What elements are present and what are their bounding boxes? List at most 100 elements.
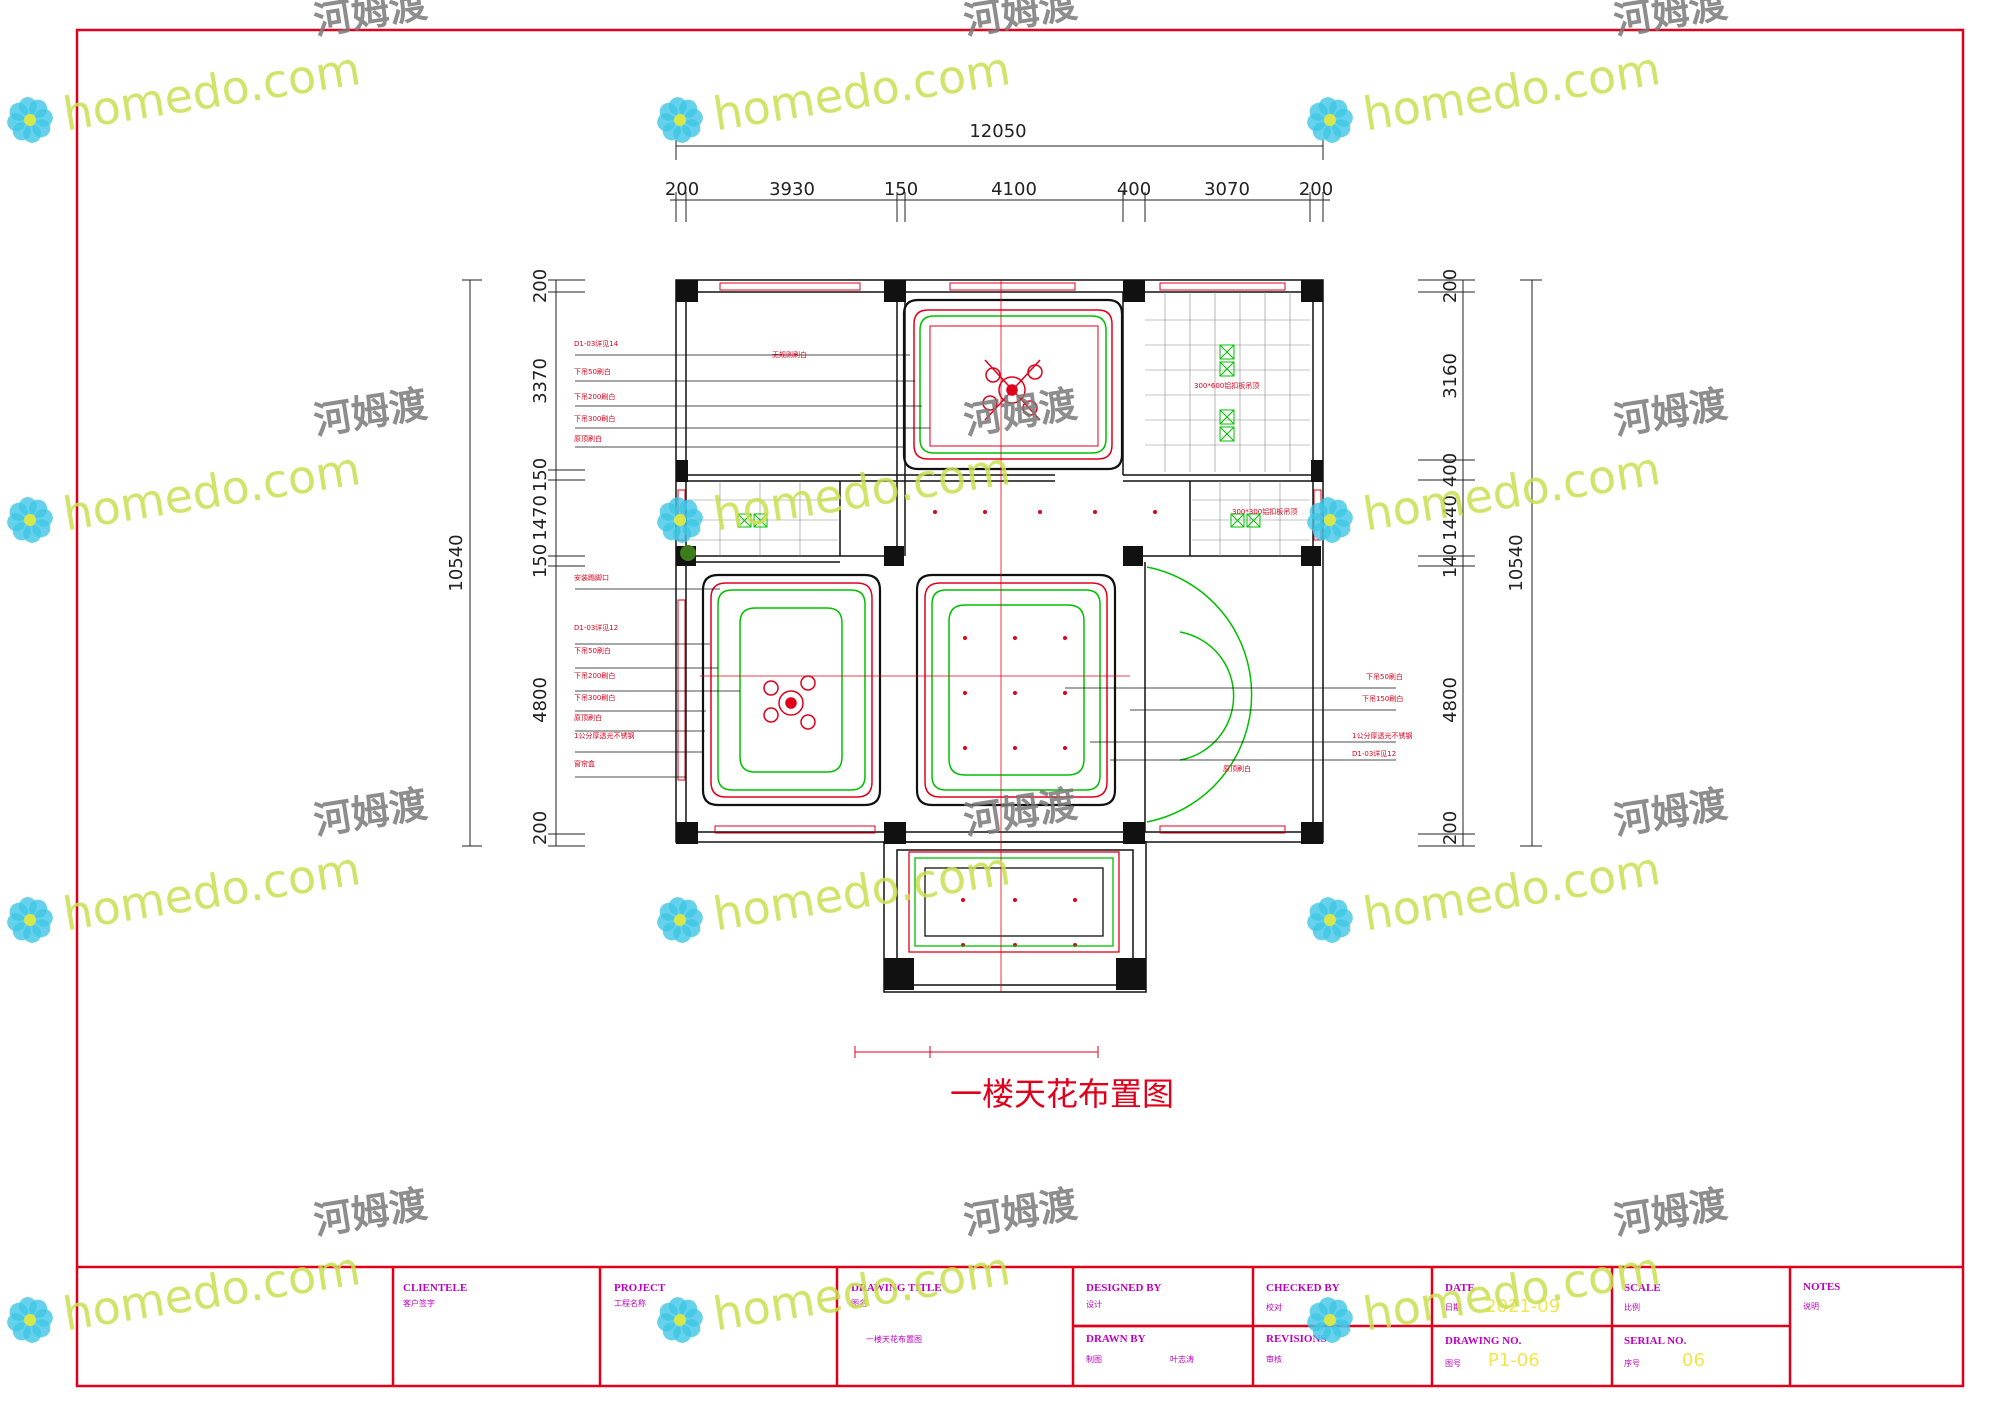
tb-revisions-label: REVISIONS	[1266, 1333, 1327, 1345]
tb-scale-sub: 比例	[1624, 1302, 1640, 1312]
watermark-cjk: 河姆渡	[961, 1182, 1080, 1243]
dim-left-seg-4: 1470	[530, 495, 551, 541]
flower-logo-icon	[1307, 897, 1353, 943]
tb-serial-no-value: 06	[1682, 1350, 1705, 1371]
watermark-cjk: 河姆渡	[1611, 0, 1730, 43]
watermark-cjk: 河姆渡	[961, 382, 1080, 443]
dim-top-seg-6: 3070	[1204, 179, 1250, 200]
flower-logo-icon	[1307, 497, 1353, 543]
title-block-text: CLIENTELE 客户签字 PROJECT 工程名称 DRAWING TITL…	[403, 1281, 1840, 1371]
tb-date-value: 2021-09	[1485, 1296, 1560, 1317]
tb-drawing-no-label: DRAWING NO.	[1445, 1335, 1522, 1347]
dim-left-seg-7: 200	[530, 811, 551, 845]
callout-tl-4: 下吊300刷白	[574, 414, 615, 423]
tb-serial-no-sub: 序号	[1624, 1358, 1640, 1368]
watermark-site: homedo.com	[1359, 441, 1664, 541]
callout-labels: D1-03详见14 下吊50刷白 下吊200刷白 下吊300刷白 原顶刷白 无规…	[574, 339, 1412, 773]
tb-date-label: DATE	[1445, 1282, 1475, 1294]
tb-notes-sub: 说明	[1803, 1301, 1819, 1311]
watermark-site: homedo.com	[59, 41, 364, 141]
watermark-cjk: 河姆渡	[1611, 382, 1730, 443]
callout-tl-2: 下吊50刷白	[574, 367, 611, 376]
tb-clientele-label: CLIENTELE	[403, 1282, 467, 1294]
callout-ll-3: 下吊200刷白	[574, 671, 615, 680]
tb-drawing-title-label: DRAWING TITLE	[851, 1282, 942, 1294]
watermark-site: homedo.com	[59, 1241, 364, 1341]
dim-overall-width: 12050	[969, 121, 1026, 142]
tb-designed-by-label: DESIGNED BY	[1086, 1282, 1162, 1294]
watermark-site: homedo.com	[1359, 41, 1664, 141]
callout-lr-1: 下吊50刷白	[1366, 672, 1403, 681]
dim-right-total: 10540	[1506, 534, 1527, 591]
dim-right-seg-7: 200	[1440, 811, 1461, 845]
dim-top-seg-7: 200	[1299, 179, 1333, 200]
tb-drawing-no-sub: 图号	[1445, 1359, 1461, 1368]
dim-left-total: 10540	[446, 534, 467, 591]
watermark-cjk: 河姆渡	[1611, 1182, 1730, 1243]
tb-notes-label: NOTES	[1803, 1281, 1840, 1293]
callout-ll-7: 窗帘盒	[574, 759, 595, 768]
callout-ll-1: D1-03详见12	[574, 623, 618, 632]
dim-right-seg-1: 200	[1440, 269, 1461, 303]
callout-ll-5: 原顶刷白	[574, 713, 602, 722]
tb-date-sub: 日期	[1445, 1303, 1461, 1312]
dim-top-seg-5: 400	[1117, 179, 1151, 200]
watermark-cjk: 河姆渡	[1611, 782, 1730, 843]
watermark-cjk: 河姆渡	[311, 1182, 430, 1243]
tb-drawn-by-label: DRAWN BY	[1086, 1333, 1146, 1345]
dim-top-seg-3: 150	[884, 179, 918, 200]
flower-logo-icon	[657, 497, 703, 543]
watermark-cjk: 河姆渡	[311, 782, 430, 843]
callout-ll-6: 1公分厚透光不锈钢	[574, 731, 634, 740]
tb-drawn-by-value: 叶志涛	[1170, 1354, 1194, 1364]
tb-clientele-sub: 客户签字	[403, 1298, 435, 1308]
drawing-frame	[75, 28, 1965, 1388]
tb-designed-by-sub: 设计	[1086, 1299, 1102, 1309]
callout-upper-room: 无规则刷白	[772, 350, 807, 359]
callout-ll-2: 下吊50刷白	[574, 646, 611, 655]
flower-logo-icon	[1307, 97, 1353, 143]
dim-top-seg-1: 200	[665, 179, 699, 200]
dim-left-seg-2: 3370	[530, 358, 551, 404]
tb-project-sub: 工程名称	[614, 1298, 646, 1308]
flower-logo-icon	[657, 1297, 703, 1343]
tb-revisions-sub: 审核	[1266, 1354, 1282, 1364]
dim-right-seg-5: 140	[1440, 544, 1461, 578]
right-dimensions	[1418, 279, 1542, 847]
dim-right-seg-3: 400	[1440, 453, 1461, 487]
callout-ll-4: 下吊300刷白	[574, 693, 615, 702]
drawing-title: 一楼天花布置图	[950, 1075, 1174, 1113]
watermark-site: homedo.com	[1359, 841, 1664, 941]
dim-left-seg-5: 150	[530, 544, 551, 578]
tb-drawing-no-value: P1-06	[1488, 1350, 1540, 1371]
tb-serial-no-label: SERIAL NO.	[1624, 1335, 1687, 1347]
callout-tl-3: 下吊200刷白	[574, 392, 615, 401]
watermark-site: homedo.com	[709, 41, 1014, 141]
callout-circle-room: 原顶刷白	[1223, 764, 1251, 773]
watermark-cjk: 河姆渡	[311, 382, 430, 443]
left-dimensions	[462, 279, 585, 847]
callout-tl-5: 原顶刷白	[574, 434, 602, 443]
flower-logo-icon	[1307, 1297, 1353, 1343]
watermark-site: homedo.com	[709, 441, 1014, 541]
watermark-cjk: 河姆渡	[961, 0, 1080, 43]
dim-top-seg-4: 4100	[991, 179, 1037, 200]
tb-drawing-title-value: 一楼天花布置图	[866, 1334, 922, 1344]
dim-left-seg-1: 200	[530, 269, 551, 303]
callout-lr-2: 下吊150刷白	[1362, 694, 1403, 703]
callout-upper-right-room: 300*600铝扣板吊顶	[1194, 381, 1259, 390]
tb-drawing-title-sub: 图名	[851, 1298, 867, 1308]
tb-drawn-by-sub: 制图	[1086, 1354, 1102, 1364]
flower-logo-icon	[7, 1297, 53, 1343]
tb-checked-by-label: CHECKED BY	[1266, 1282, 1340, 1294]
dim-left-seg-3: 150	[530, 458, 551, 492]
dim-left-seg-6: 4800	[530, 677, 551, 723]
callout-lr-4: D1-03详见12	[1352, 749, 1396, 758]
